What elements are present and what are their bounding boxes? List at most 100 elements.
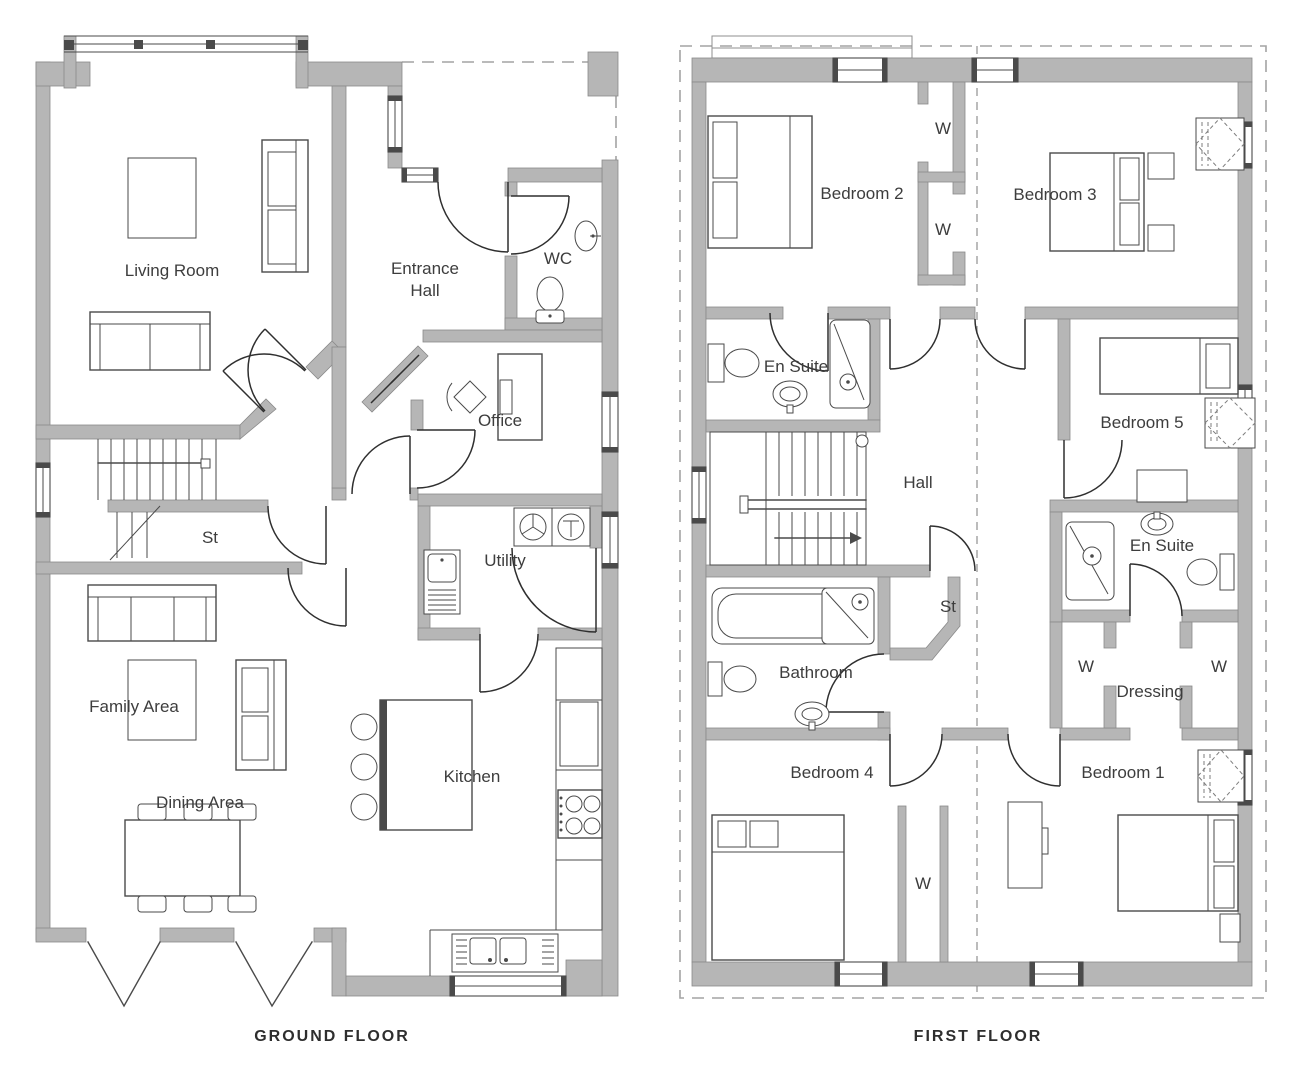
bedroom3-wardrobe [1195, 117, 1245, 171]
bedroom3-top-window [971, 57, 1019, 83]
family-sofa [87, 584, 217, 642]
room-label-utility: Utility [484, 551, 526, 570]
dining-table [124, 803, 257, 913]
bedroom5-bed [1099, 337, 1239, 395]
room-label-ensuite-bedroom1: En Suite [1130, 536, 1194, 555]
bath-icon [711, 587, 853, 645]
utility-to-kitchen-door [479, 633, 539, 693]
family-sofa-vertical [235, 659, 287, 771]
entrance-to-rear-hall-door [351, 435, 411, 495]
bay-window [64, 35, 308, 53]
room-label-bedroom5: Bedroom 5 [1100, 413, 1183, 432]
wc-door [510, 195, 570, 255]
utility-sink-icon [423, 549, 461, 615]
family-area-door [287, 567, 347, 627]
room-label-ensuite-bedroom2: En Suite [764, 357, 828, 376]
living-room-sofa-horizontal [89, 311, 211, 371]
room-label-bedroom4: Bedroom 4 [790, 763, 873, 782]
first-floor-title: FIRST FLOOR [914, 1028, 1043, 1045]
ground-floor-plan: Living Room Entrance Hall WC Office St U… [35, 35, 619, 1045]
room-label-dining-area: Dining Area [156, 793, 244, 812]
bedroom1-wardrobe [1197, 749, 1245, 803]
room-label-wc: WC [544, 249, 572, 268]
room-label-storage-ff: St [940, 597, 956, 616]
bedroom4-bed [711, 814, 845, 961]
first-floor-doors [769, 312, 1183, 787]
ensuite2-door-top [769, 312, 829, 372]
kitchen-counter-right [555, 647, 603, 931]
ground-floor-title: GROUND FLOOR [254, 1028, 410, 1045]
ensuite1-basin-icon [1140, 511, 1174, 536]
wardrobe-label-5: W [915, 874, 931, 893]
ground-floor-doors [87, 181, 597, 1008]
bedroom5-wardrobe [1204, 397, 1256, 449]
ensuite2-toilet-icon [707, 343, 760, 383]
wardrobe-label-2: W [935, 220, 951, 239]
bedroom1-bottom-window [1029, 961, 1084, 987]
room-label-kitchen: Kitchen [444, 767, 501, 786]
office-chair [446, 380, 487, 414]
kitchen-window [449, 975, 567, 997]
office-door [416, 429, 476, 489]
ensuite1-door [1129, 563, 1183, 617]
bedroom2-top-window [832, 57, 888, 83]
landing-window [691, 466, 707, 524]
ensuite1-toilet-icon [1186, 553, 1235, 591]
room-label-office: Office [478, 411, 522, 430]
room-label-bathroom: Bathroom [779, 663, 853, 682]
first-floor-stairs [709, 431, 867, 566]
porch-dashed-outline [402, 61, 617, 160]
ground-floor-windows [35, 95, 619, 997]
bedroom4-door [889, 733, 943, 787]
bedroom3-bed [1049, 152, 1175, 252]
stairs-window [35, 462, 51, 518]
room-label-hall: Hall [903, 473, 932, 492]
bedroom5-cupboard [1136, 469, 1188, 503]
front-door [437, 181, 509, 253]
bathroom-door [825, 653, 885, 713]
rear-hall-to-kitchen-door [511, 547, 597, 633]
bedroom1-door [1007, 733, 1061, 787]
room-label-entrance: Entrance [391, 259, 459, 278]
kitchen-sink-icon [451, 933, 559, 973]
bedroom3-door [974, 318, 1026, 370]
bathroom-shower-icon [821, 587, 875, 645]
kitchen-counter-bottom [429, 929, 602, 976]
office-desk [497, 353, 543, 441]
room-label-entrance-hall: Hall [410, 281, 439, 300]
room-label-bedroom3: Bedroom 3 [1013, 185, 1096, 204]
storage-door [267, 505, 327, 565]
room-label-bedroom1: Bedroom 1 [1081, 763, 1164, 782]
bedroom2-door [889, 318, 941, 370]
room-label-storage-gf: St [202, 528, 218, 547]
ensuite1-shower-icon [1065, 521, 1115, 601]
living-room-rug [127, 157, 197, 239]
ground-floor-stairs [97, 439, 217, 561]
living-room-sofa-vertical [261, 139, 309, 273]
eaves-dashed-outline [679, 45, 1267, 999]
room-label-bedroom2: Bedroom 2 [820, 184, 903, 203]
storage-door-ff [929, 525, 976, 572]
wardrobe-label-3: W [1078, 657, 1094, 676]
kitchen-island [350, 699, 473, 831]
bedroom1-bed [1117, 814, 1241, 943]
wardrobe-label-1: W [935, 119, 951, 138]
family-rug [127, 659, 197, 741]
bay-roof-outline [711, 35, 913, 59]
bedroom5-door [1063, 439, 1123, 499]
living-room-double-doors [222, 328, 307, 413]
bedroom1-dresser [1007, 801, 1049, 889]
kitchen-hob-icon [557, 789, 603, 839]
room-label-family-area: Family Area [89, 697, 179, 716]
french-doors-open [87, 941, 313, 1008]
first-floor-plan: Bedroom 2 Bedroom 3 W W En Suite Bedroom… [679, 35, 1267, 1045]
porch-side-window [387, 95, 403, 153]
wardrobe-label-4: W [1211, 657, 1227, 676]
entrance-sidelight-window [401, 167, 439, 183]
washing-machine-icon [513, 507, 553, 547]
bedroom2-bed [707, 115, 813, 249]
office-window [601, 391, 619, 453]
wc-toilet-icon [535, 276, 565, 324]
ensuite2-shower-icon [829, 319, 871, 448]
